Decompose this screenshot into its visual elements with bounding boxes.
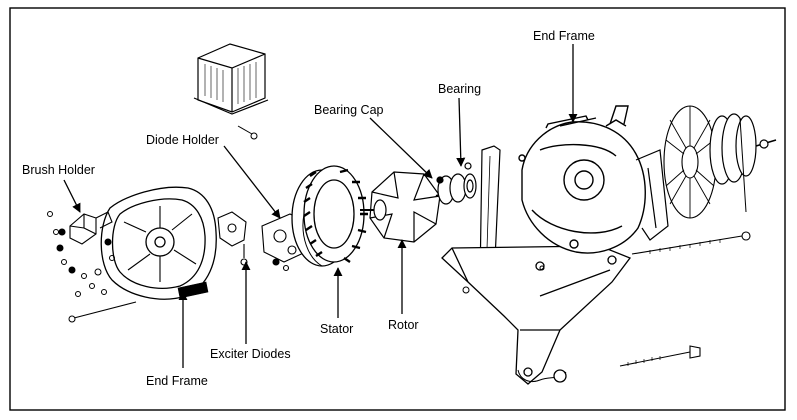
fan-part [663, 105, 717, 219]
bearing-cap-part [436, 173, 467, 205]
regulator-screw [237, 125, 258, 140]
label-rotor: Rotor [388, 318, 419, 332]
label-bearing: Bearing [438, 82, 481, 96]
left-hardware-screws [47, 211, 137, 323]
label-end-frame-top: End Frame [533, 29, 595, 43]
label-exciter-diodes: Exciter Diodes [210, 347, 291, 361]
stator-part [291, 165, 368, 267]
label-end-frame-bottom: End Frame [146, 374, 208, 388]
exciter-diodes-part [217, 211, 248, 266]
regulator-box [193, 43, 269, 115]
through-bolt-lower [619, 345, 701, 367]
bearing-part [463, 162, 477, 199]
mounting-bracket [441, 245, 632, 385]
leader-lines [63, 44, 578, 368]
figure-border [9, 7, 786, 411]
label-brush-holder: Brush Holder [22, 163, 95, 177]
label-bearing-cap: Bearing Cap [314, 103, 384, 117]
label-diode-holder: Diode Holder [146, 133, 219, 147]
left-end-frame [100, 186, 217, 300]
label-stator: Stator [320, 322, 353, 336]
right-end-frame [518, 105, 669, 254]
pulley-part [709, 113, 777, 213]
brush-holder-part [58, 211, 113, 245]
through-bolt-upper [631, 231, 751, 255]
small-hardware [462, 265, 545, 294]
